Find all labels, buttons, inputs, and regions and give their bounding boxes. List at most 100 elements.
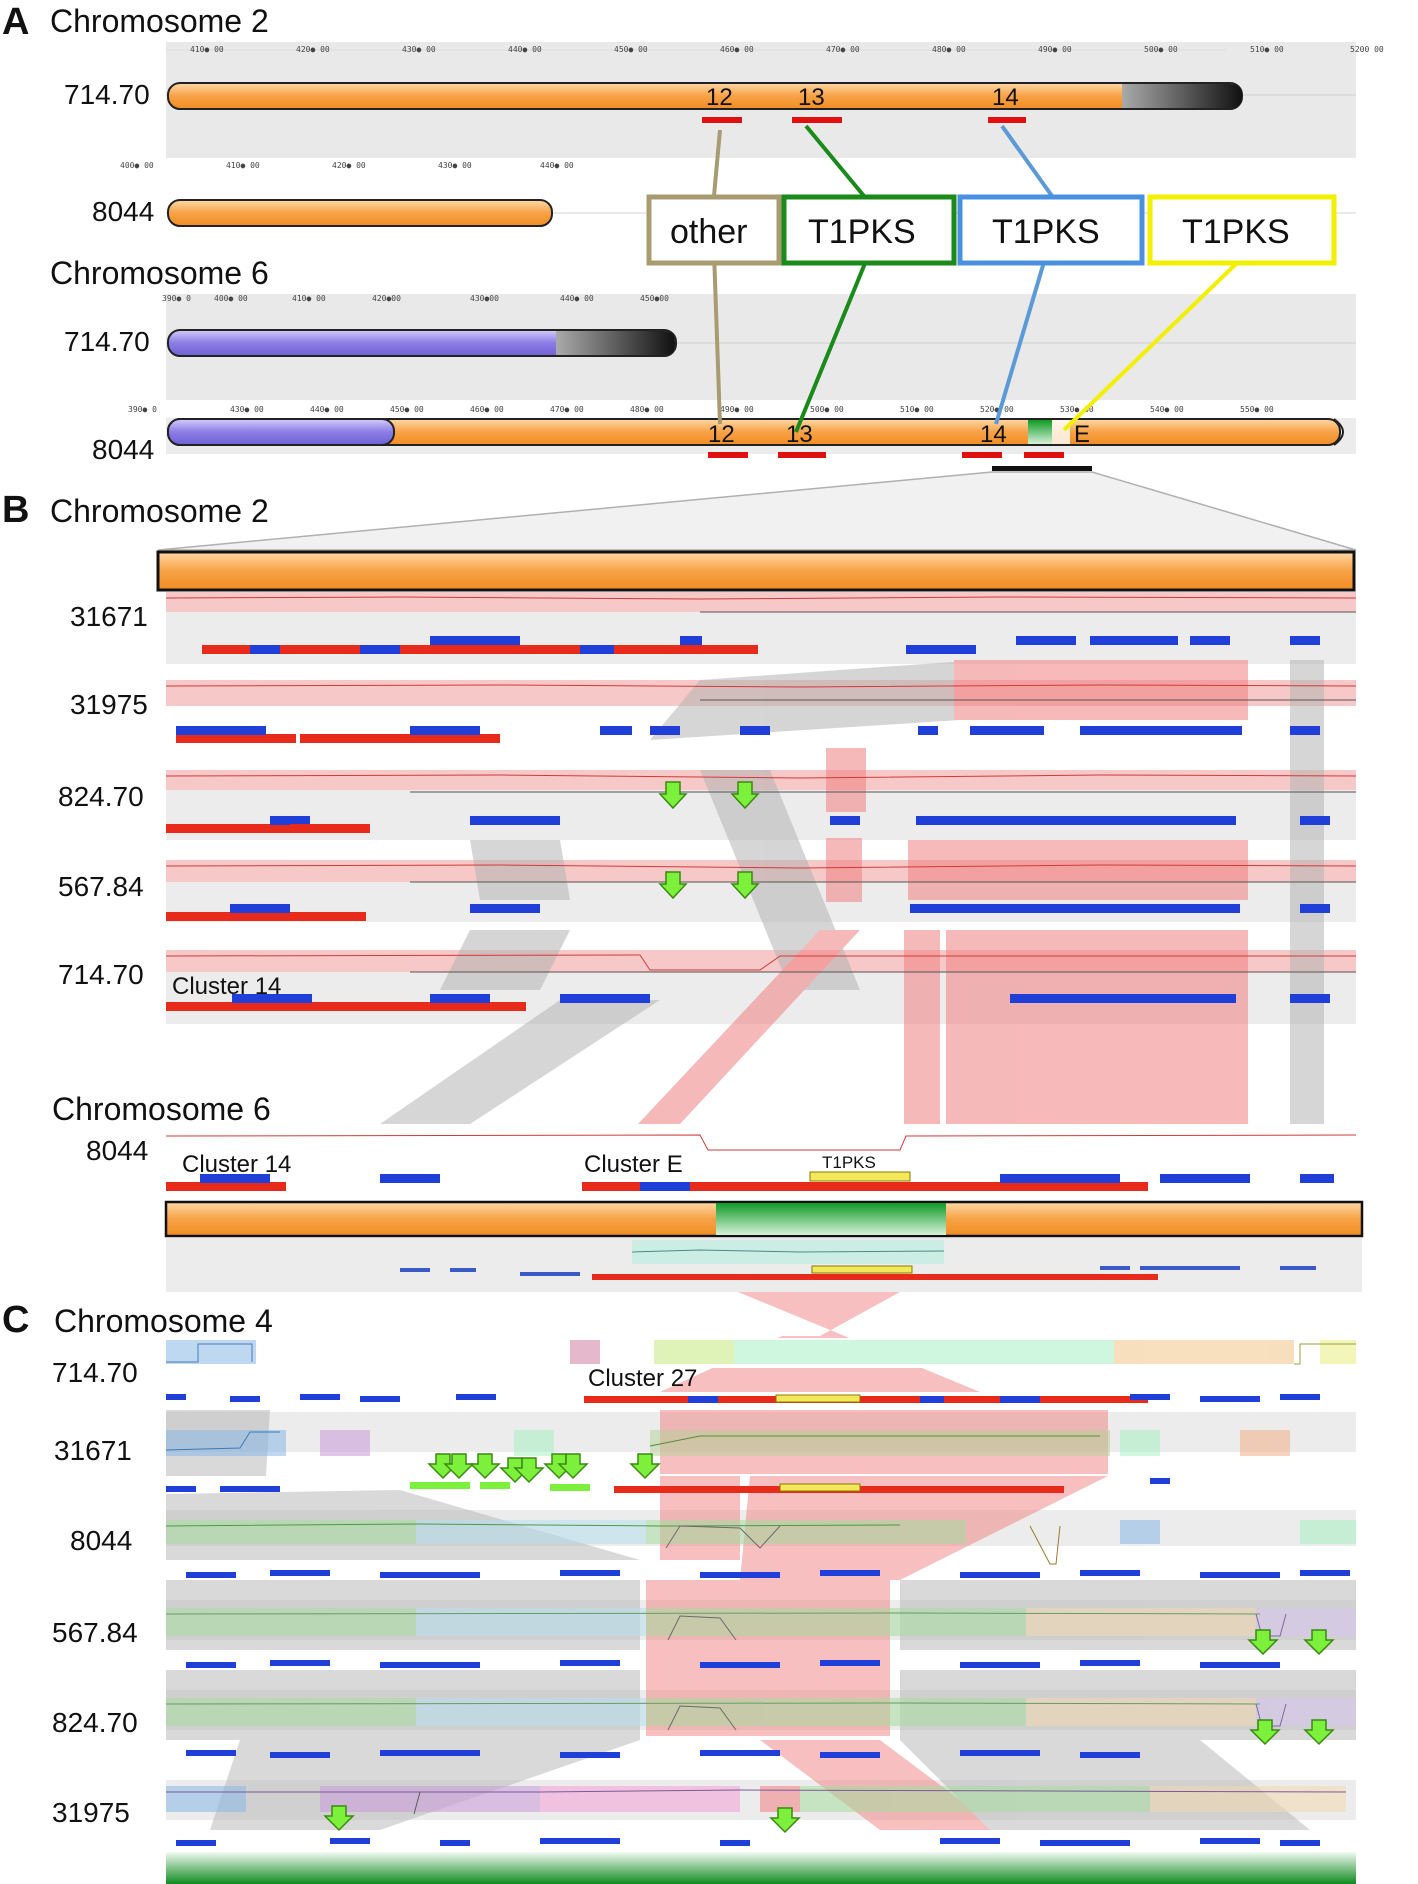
cluster-marker <box>792 117 842 123</box>
svg-text:390● 0: 390● 0 <box>162 294 191 303</box>
svg-text:440● 00: 440● 00 <box>540 161 574 170</box>
zoom-funnel <box>157 471 1357 551</box>
down-arrow-icon <box>658 781 688 810</box>
strain-label: 8044 <box>92 434 154 465</box>
down-arrow-icon <box>469 1453 501 1480</box>
cluster-marker <box>988 117 1026 123</box>
cluster-number: 14 <box>992 84 1019 111</box>
svg-text:420● 00: 420● 00 <box>296 45 330 54</box>
cluster-14-label-b: Cluster 14 <box>182 1151 291 1178</box>
down-arrow-icon <box>443 1453 475 1480</box>
chromosome-end-cap <box>1333 418 1344 446</box>
strain-label: 824.70 <box>52 1707 138 1738</box>
cluster-marker <box>962 452 1002 458</box>
svg-text:510● 00: 510● 00 <box>900 405 934 414</box>
chromosome-bar-dark-end <box>556 331 675 355</box>
panel-c-chr4-title: Chromosome 4 <box>54 1303 273 1339</box>
svg-text:430● 00: 430● 00 <box>230 405 264 414</box>
svg-text:460● 00: 460● 00 <box>720 45 754 54</box>
svg-text:480● 00: 480● 00 <box>932 45 966 54</box>
strain-label: 31671 <box>70 601 148 632</box>
cluster-marker <box>1024 452 1064 458</box>
down-arrow-icon <box>730 871 760 900</box>
svg-text:480● 00: 480● 00 <box>630 405 664 414</box>
strain-label: 714.70 <box>64 326 150 357</box>
box-label: T1PKS <box>1182 213 1290 251</box>
box-label: T1PKS <box>992 213 1100 251</box>
panel-letter-c: C <box>2 1299 29 1341</box>
reference-lines-b <box>410 611 1356 973</box>
down-arrow-icon <box>513 1457 545 1484</box>
down-arrow-icon <box>557 1453 589 1480</box>
panel-b-chr2-title: Chromosome 2 <box>50 493 269 529</box>
strain-label: 714.70 <box>58 959 144 990</box>
cluster-number: 12 <box>708 421 735 448</box>
svg-text:490● 00: 490● 00 <box>1038 45 1072 54</box>
strain-label: 567.84 <box>52 1617 138 1648</box>
strain-label: 31671 <box>54 1435 132 1466</box>
svg-text:390● 0: 390● 0 <box>128 405 157 414</box>
box-label: other <box>670 213 748 251</box>
cluster-e-white-segment <box>1052 420 1070 444</box>
down-arrow-icon <box>730 781 760 810</box>
svg-text:530● 00: 530● 00 <box>1060 405 1094 414</box>
cluster-type-boxes: other T1PKS T1PKS T1PKS <box>646 194 1337 266</box>
chromosome-bar-orange <box>167 82 1243 110</box>
panel-letter-a: A <box>2 1 29 43</box>
svg-text:420● 00: 420● 00 <box>332 161 366 170</box>
chromosome-bar-orange <box>167 199 553 227</box>
down-arrow-icon <box>1249 1719 1281 1746</box>
gene-tracks-b <box>166 636 1334 1191</box>
down-arrow-icon <box>1303 1629 1335 1656</box>
cluster-e-label: Cluster E <box>584 1151 683 1178</box>
panel-letter-b: B <box>2 489 29 531</box>
svg-text:410● 00: 410● 00 <box>190 45 224 54</box>
variant-arrows-c <box>323 1453 1335 1834</box>
box-t1pks-blue <box>957 194 1145 266</box>
zoom-region-marker <box>992 466 1092 471</box>
panel-b-chr6-title: Chromosome 6 <box>52 1091 271 1127</box>
zoomed-chromosome-bar <box>156 550 1356 592</box>
chromosome-bar-purple <box>167 329 677 357</box>
cluster-marker <box>708 452 748 458</box>
strain-label: 8044 <box>70 1525 132 1556</box>
svg-text:540● 00: 540● 00 <box>1150 405 1184 414</box>
down-arrow-icon <box>769 1807 801 1834</box>
strain-label: 8044 <box>86 1135 148 1166</box>
cluster-e-detail <box>400 1240 1316 1280</box>
down-arrow-icon <box>658 871 688 900</box>
svg-text:440● 00: 440● 00 <box>508 45 542 54</box>
cluster-number: 14 <box>980 421 1007 448</box>
cluster-connectors <box>712 124 1240 433</box>
strain-label: 31975 <box>52 1797 130 1828</box>
svg-text:440● 00: 440● 00 <box>310 405 344 414</box>
cluster-number: 12 <box>706 84 733 111</box>
down-arrow-icon <box>629 1453 661 1480</box>
coverage-band <box>166 592 1356 612</box>
strain-label: 714.70 <box>64 79 150 110</box>
svg-text:500● 00: 500● 00 <box>810 405 844 414</box>
down-arrow-icon <box>427 1453 459 1480</box>
box-t1pks-green <box>781 194 957 266</box>
svg-text:5200 00: 5200 00 <box>1350 45 1384 54</box>
gene-tracks-c <box>166 1394 1350 1846</box>
svg-text:490● 00: 490● 00 <box>720 405 754 414</box>
t1pks-label: T1PKS <box>822 1153 876 1172</box>
svg-text:450● 00: 450● 00 <box>614 45 648 54</box>
svg-text:470● 00: 470● 00 <box>826 45 860 54</box>
cluster-e-highlight <box>716 1203 946 1235</box>
svg-text:500● 00: 500● 00 <box>1144 45 1178 54</box>
panel-a-chr6-title: Chromosome 6 <box>50 255 269 291</box>
coverage-lines-b <box>165 596 1357 1151</box>
variant-arrows-b <box>658 781 760 900</box>
strain-label: 714.70 <box>52 1357 138 1388</box>
svg-text:470● 00: 470● 00 <box>550 405 584 414</box>
svg-text:410● 00: 410● 00 <box>292 294 326 303</box>
down-arrow-icon <box>323 1805 355 1832</box>
svg-text:510● 00: 510● 00 <box>1250 45 1284 54</box>
svg-text:460● 00: 460● 00 <box>470 405 504 414</box>
coverage-blocks-c <box>166 1340 1356 1812</box>
